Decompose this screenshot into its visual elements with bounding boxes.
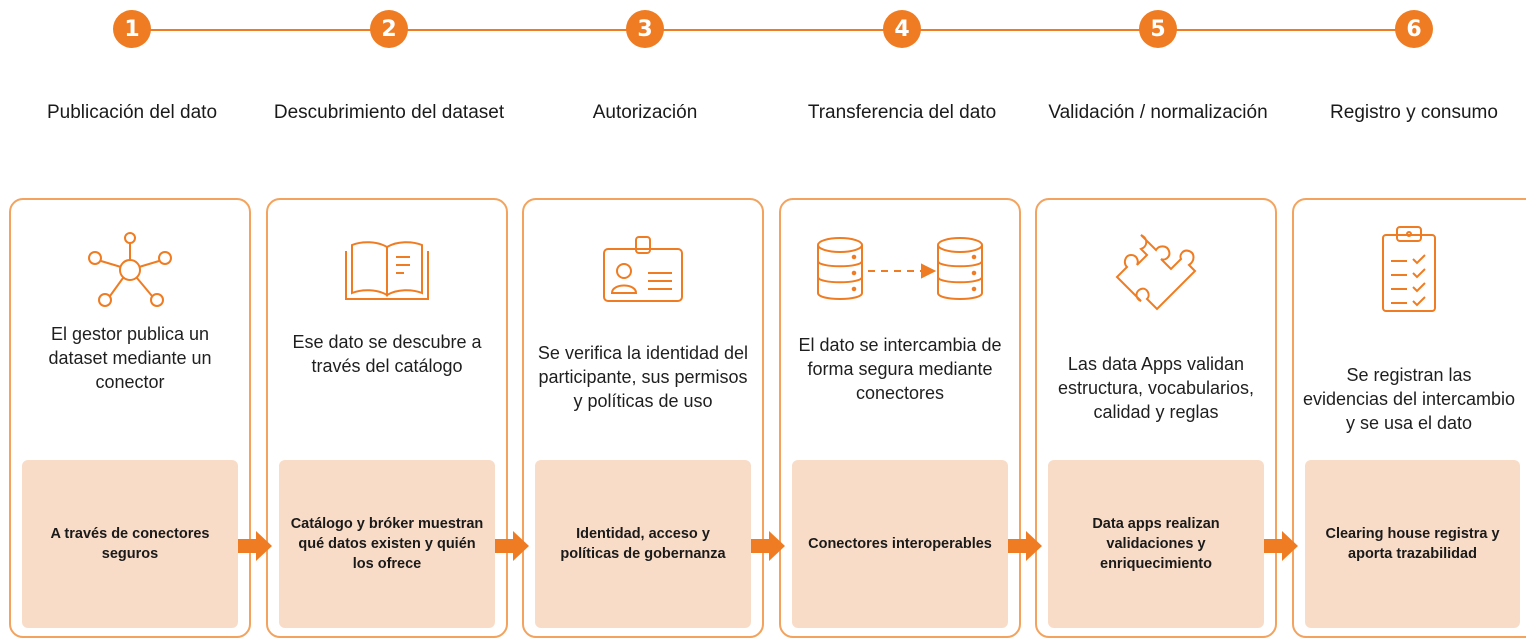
step-title-4: Transferencia del dato — [807, 102, 997, 123]
step-number-4: 4 — [883, 10, 921, 48]
step-number-5: 5 — [1139, 10, 1177, 48]
step-tool-2: Catálogo y bróker muestran qué datos exi… — [279, 460, 495, 628]
timeline-line — [132, 29, 1412, 31]
step-tool-text-6: Clearing house registra y aporta trazabi… — [1325, 526, 1500, 562]
step-title-1: Publicación del dato — [46, 102, 218, 123]
step-tool-text-2: Catálogo y bróker muestran qué datos exi… — [290, 516, 484, 572]
puzzle-piece-icon — [1037, 230, 1275, 311]
database-transfer-icon — [781, 230, 1019, 310]
step-card-3: Se verifica la identidad del participant… — [522, 198, 764, 638]
step-description-6: Se registran las evidencias del intercam… — [1302, 365, 1516, 433]
arrow-right-icon — [495, 531, 529, 561]
step-description-2: Ese dato se descubre a través del catálo… — [292, 332, 482, 376]
clipboard-checklist-icon — [1294, 226, 1524, 312]
step-tool-text-4: Conectores interoperables — [808, 536, 992, 552]
step-card-2: Ese dato se descubre a través del catálo… — [266, 198, 508, 638]
step-description-4: El dato se intercambia de forma segura m… — [798, 335, 1002, 403]
step-description-3: Se verifica la identidad del participant… — [537, 343, 749, 411]
step-tool-1: A través de conectores seguros — [22, 460, 238, 628]
step-description-1: El gestor publica un dataset mediante un… — [48, 324, 212, 392]
network-nodes-icon — [11, 230, 249, 310]
step-title-5: Validación / normalización — [1048, 102, 1268, 123]
step-title-6: Registro y consumo — [1330, 102, 1498, 123]
step-tool-3: Identidad, acceso y políticas de goberna… — [535, 460, 751, 628]
step-title-3: Autorización — [592, 102, 698, 123]
arrow-right-icon — [1264, 531, 1298, 561]
step-number-2: 2 — [370, 10, 408, 48]
id-badge-icon — [524, 230, 762, 310]
open-book-icon — [268, 230, 506, 310]
step-card-6: Se registran las evidencias del intercam… — [1292, 198, 1526, 638]
step-tool-text-3: Identidad, acceso y políticas de goberna… — [560, 526, 726, 562]
step-number-3: 3 — [626, 10, 664, 48]
step-title-2: Descubrimiento del dataset — [273, 102, 505, 123]
arrow-right-icon — [1008, 531, 1042, 561]
step-card-1: El gestor publica un dataset mediante un… — [9, 198, 251, 638]
arrow-right-icon — [751, 531, 785, 561]
step-number-6: 6 — [1395, 10, 1433, 48]
step-tool-5: Data apps realizan validaciones y enriqu… — [1048, 460, 1264, 628]
step-description-5: Las data Apps validan estructura, vocabu… — [1057, 354, 1255, 422]
step-tool-text-1: A través de conectores seguros — [50, 526, 210, 562]
step-card-5: Las data Apps validan estructura, vocabu… — [1035, 198, 1277, 638]
step-card-4: El dato se intercambia de forma segura m… — [779, 198, 1021, 638]
step-number-1: 1 — [113, 10, 151, 48]
step-tool-4: Conectores interoperables — [792, 460, 1008, 628]
step-tool-text-5: Data apps realizan validaciones y enriqu… — [1092, 516, 1220, 572]
arrow-right-icon — [238, 531, 272, 561]
step-tool-6: Clearing house registra y aporta trazabi… — [1305, 460, 1520, 628]
